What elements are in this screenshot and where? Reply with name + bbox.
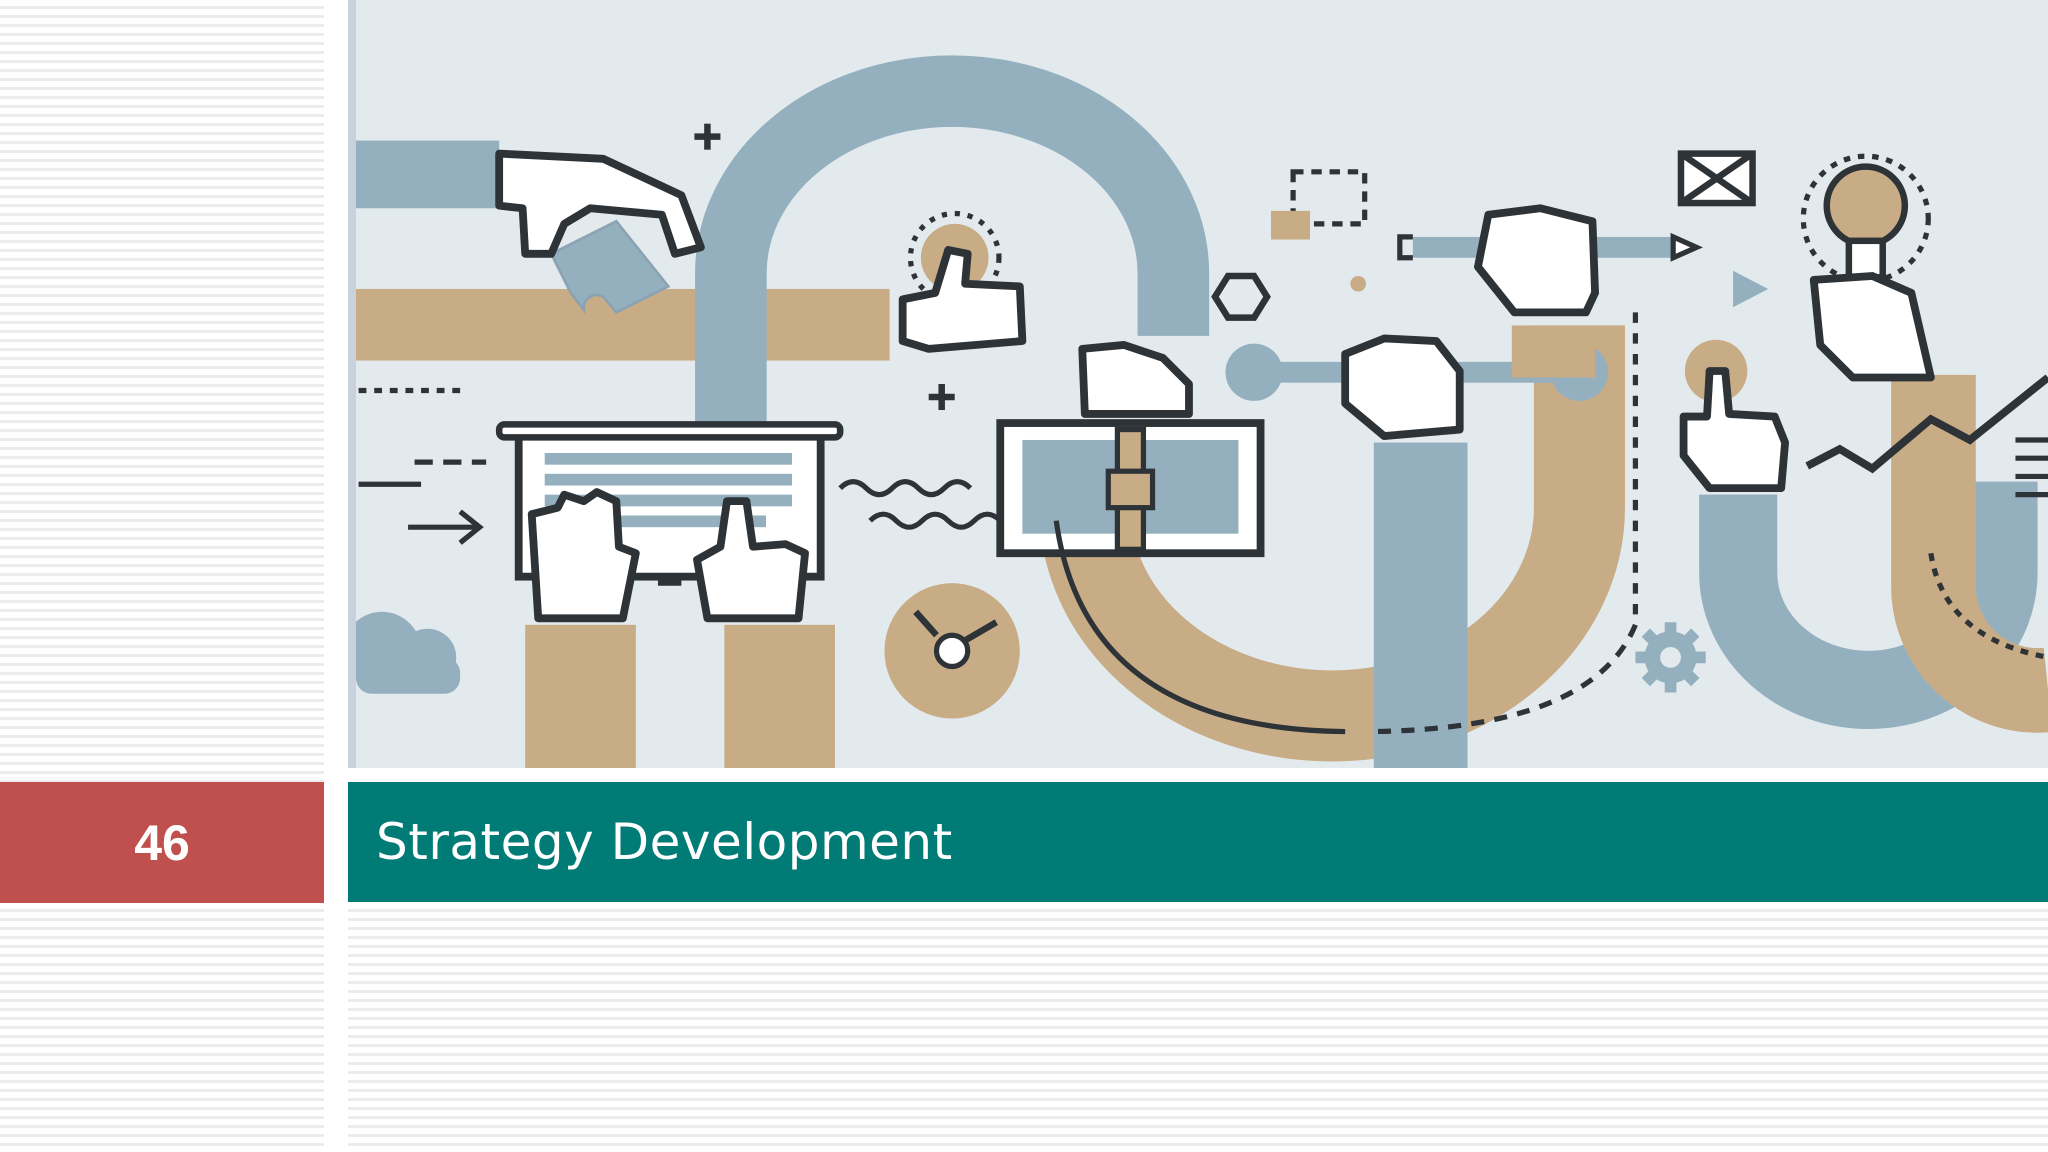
left-stripe-panel [0, 0, 324, 782]
play-icon [1733, 270, 1769, 308]
hexagon-icon [1211, 272, 1271, 321]
tan-u-pipe [1039, 325, 1625, 762]
left-bottom-stripe-panel [0, 903, 324, 1152]
blue-arch-pipe [695, 55, 1210, 430]
thumbs-up-icon [898, 210, 1027, 353]
dashed-square-icon [1290, 169, 1368, 227]
wave-lines [838, 479, 1003, 530]
trend-chart-icon [1805, 374, 2048, 474]
slide-number: 46 [0, 782, 324, 903]
holding-hand-icon [1474, 204, 1599, 317]
content-stripe-area [348, 903, 2048, 1152]
typing-hands-icon [527, 488, 809, 623]
plus-icon [694, 123, 955, 411]
slide-title-bar: Strategy Development [348, 782, 2048, 902]
reaching-hand-icon [495, 149, 705, 258]
bulb-holding-hand-icon [1809, 272, 1935, 382]
lightbulb-icon [1800, 153, 1931, 284]
grip-hand-icon [1078, 341, 1193, 418]
envelope-icon [1677, 150, 1756, 207]
puzzle-icon [549, 219, 671, 315]
cloud-icon [356, 611, 461, 694]
clock-icon [884, 583, 1020, 719]
gear-icon [1635, 622, 1706, 693]
arrow-right-icon [408, 509, 484, 545]
blue-u-pipe-right [1699, 481, 2038, 729]
fist-hand-icon [1341, 334, 1464, 440]
blue-pipe-top-left [356, 140, 500, 209]
pointing-hand-icon [1679, 339, 1789, 493]
briefcase-icon [996, 419, 1265, 558]
slide-title: Strategy Development [376, 813, 953, 871]
blue-pipe-vertical [1373, 442, 1468, 768]
tan-pipe-right [1891, 374, 2048, 733]
strategy-illustration [348, 0, 2048, 768]
